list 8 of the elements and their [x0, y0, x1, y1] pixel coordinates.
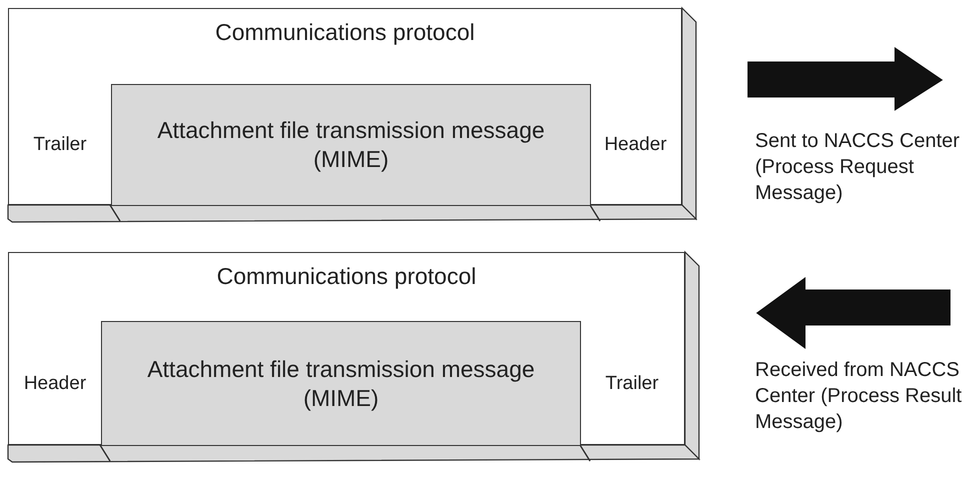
frame-title: Communications protocol [214, 19, 476, 46]
section-label: Header [591, 84, 680, 206]
arrow-caption: Received from NACCS Center (Process Result Message) [755, 358, 963, 435]
section-label: Trailer [9, 84, 111, 206]
section-label: Trailer [581, 321, 683, 446]
section-label: Header [9, 321, 101, 446]
arrow-caption: Sent to NACCS Center (Process Request Message) [755, 129, 961, 206]
frame-title: Communications protocol [216, 263, 478, 290]
